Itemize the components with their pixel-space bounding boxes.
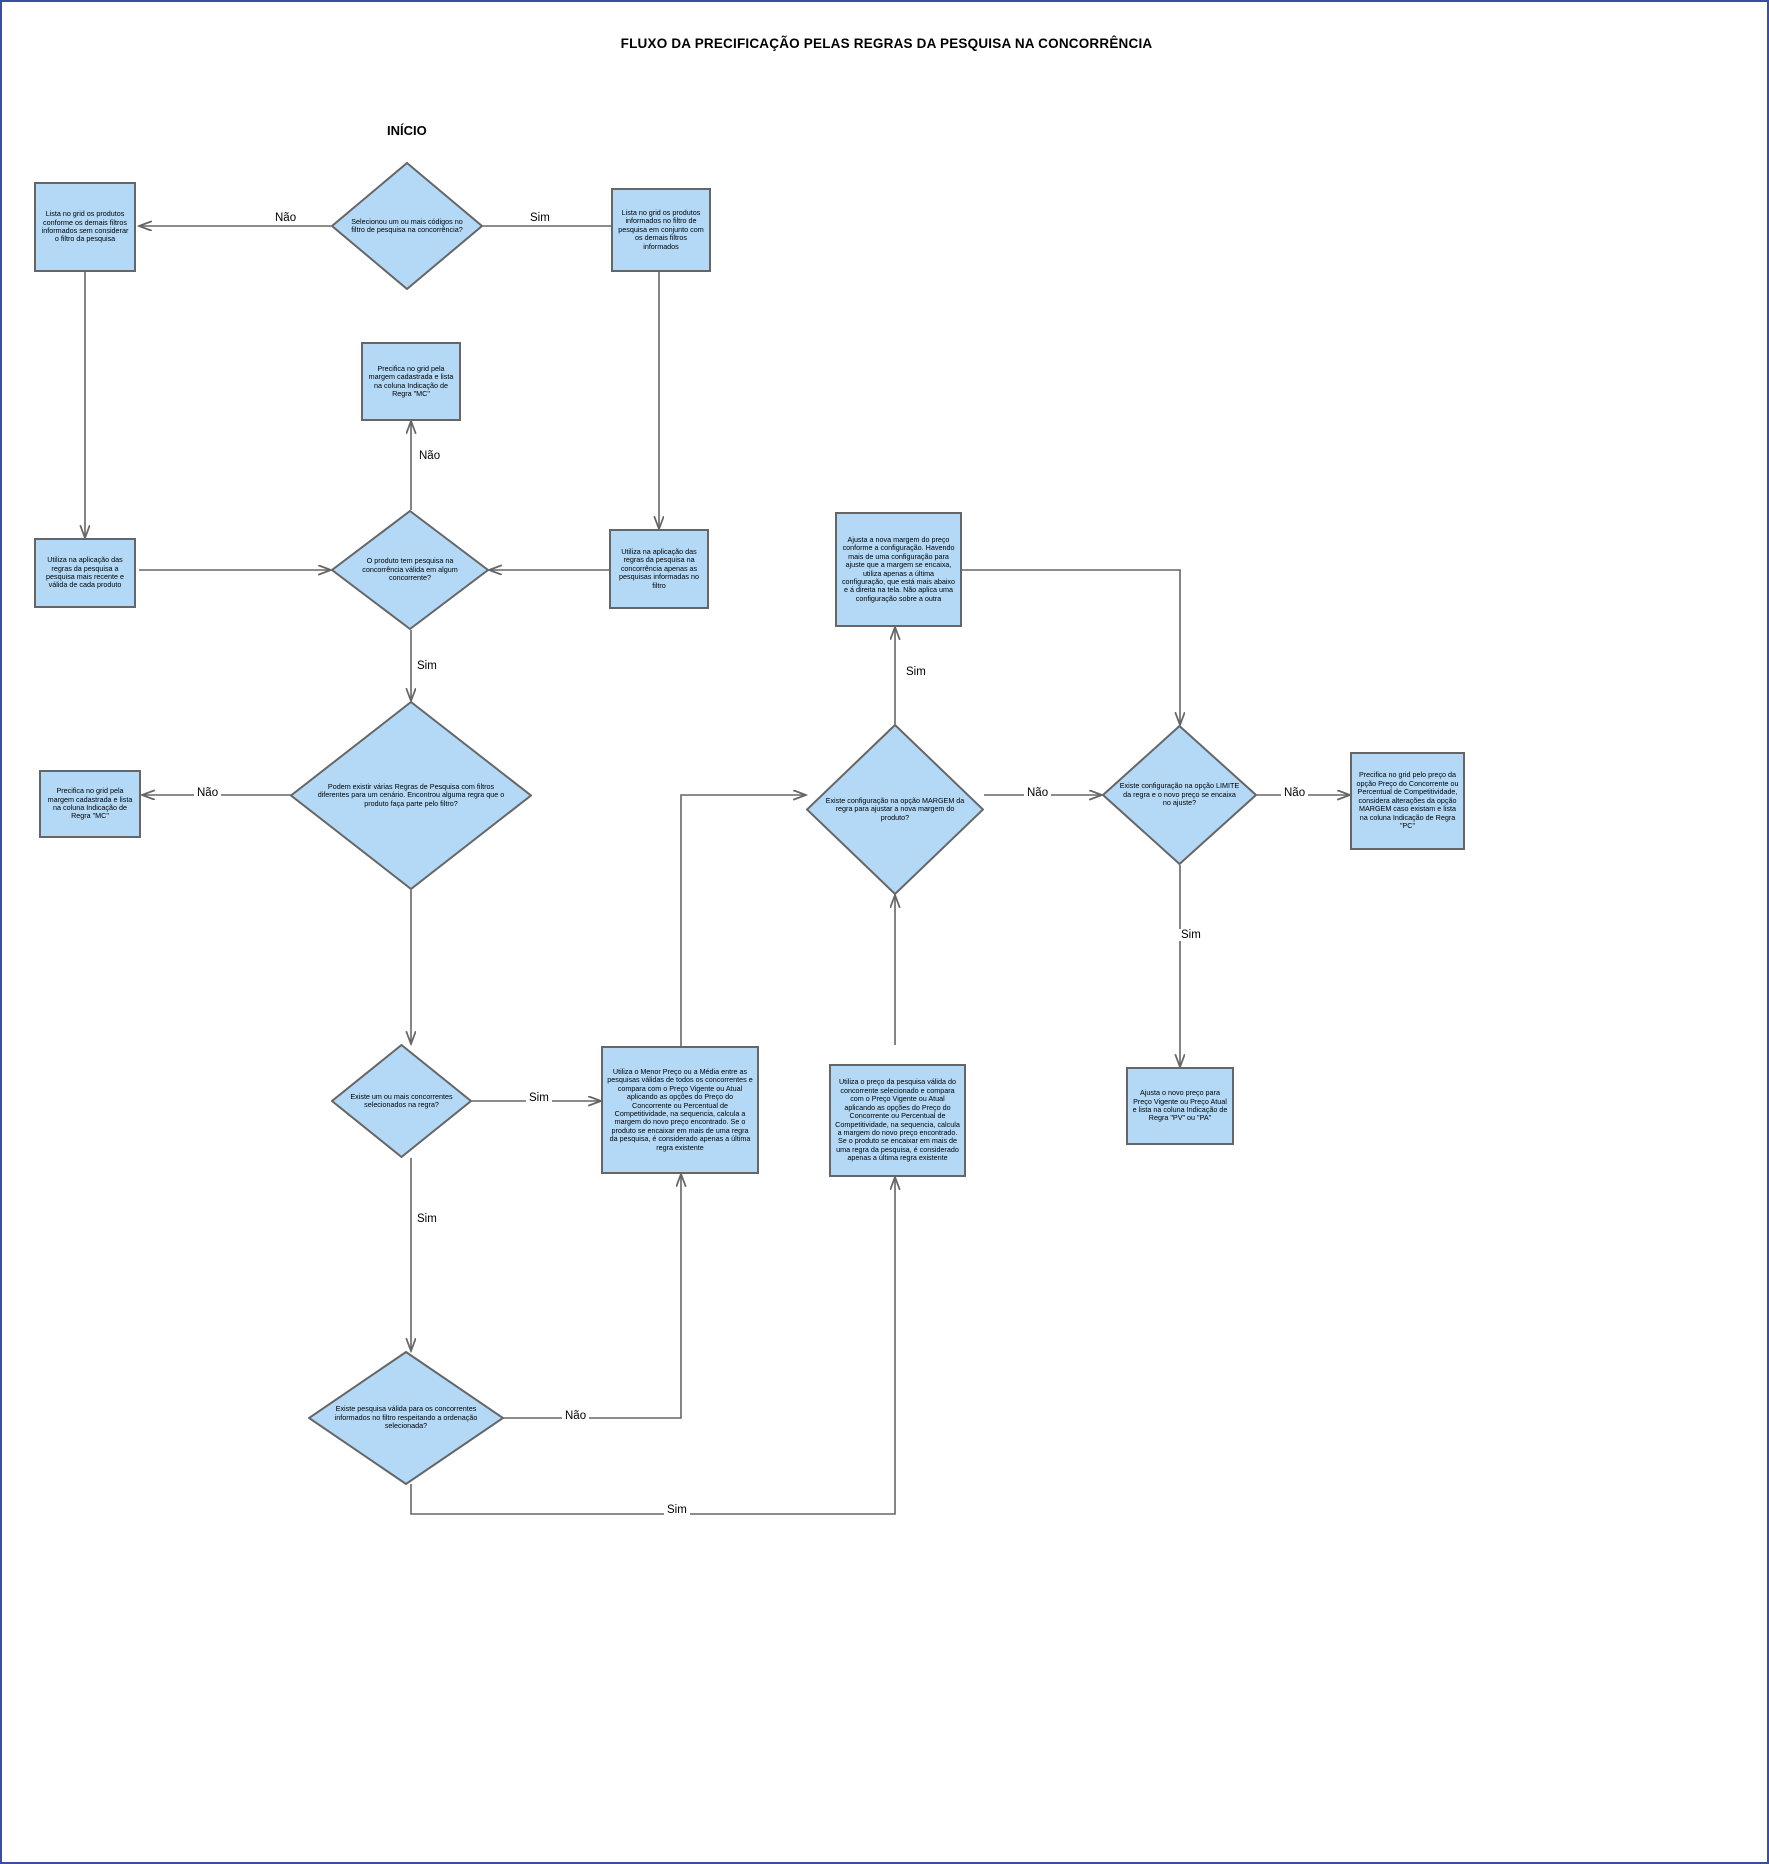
node-podem-existir-regras[interactable]: Podem existir várias Regras de Pesquisa …: [290, 701, 532, 890]
diamond-shape: [1102, 725, 1257, 865]
node-label: Precifica no grid pela margem cadastrada…: [368, 363, 454, 398]
node-label: Selecionou um ou mais códigos no filtro …: [351, 216, 463, 234]
node-label: Lista no grid os produtos informados no …: [618, 207, 704, 251]
diamond-shape: [806, 724, 984, 895]
edge-label-nao-limite: Não: [1281, 787, 1309, 799]
node-utiliza-preco-concorrente-selecionado[interactable]: Utiliza o preço da pesquisa válida do co…: [829, 1064, 966, 1177]
diamond-shape: [331, 1044, 472, 1158]
node-label: O produto tem pesquisa na concorrência v…: [362, 556, 458, 583]
edge-label-sim-concorrentes: Sim: [526, 1092, 552, 1104]
node-lista-filtro-pesquisa[interactable]: Lista no grid os produtos informados no …: [611, 188, 711, 272]
node-label: Existe pesquisa válida para os concorren…: [334, 1404, 478, 1431]
node-label: Utiliza o preço da pesquisa válida do co…: [835, 1077, 960, 1163]
node-label: Podem existir várias Regras de Pesquisa …: [317, 781, 505, 808]
node-utiliza-menor-preco-media[interactable]: Utiliza o Menor Preço ou a Média entre a…: [601, 1046, 759, 1174]
node-ajusta-nova-margem[interactable]: Ajusta a nova margem do preço conforme a…: [835, 512, 962, 627]
node-precifica-preco-pc[interactable]: Precifica no grid pelo preço da opção Pr…: [1350, 752, 1465, 850]
node-existe-config-limite[interactable]: Existe configuração na opção LIMITE da r…: [1102, 725, 1257, 865]
edge-label-sim-limite: Sim: [1178, 929, 1204, 941]
node-label: Utiliza o Menor Preço ou a Média entre a…: [607, 1066, 753, 1152]
node-label: Precifica no grid pela margem cadastrada…: [47, 786, 133, 821]
node-lista-demais-filtros[interactable]: Lista no grid os produtos conforme os de…: [34, 182, 136, 272]
node-produto-tem-pesquisa[interactable]: O produto tem pesquisa na concorrência v…: [331, 510, 489, 630]
node-label: Existe um ou mais concorrentes seleciona…: [350, 1091, 453, 1109]
node-label: Lista no grid os produtos conforme os de…: [41, 209, 129, 244]
diamond-shape: [331, 510, 489, 630]
edge-label-nao-selecionou: Não: [272, 212, 300, 224]
node-ajusta-novo-preco-pv-pa[interactable]: Ajusta o novo preço para Preço Vigente o…: [1126, 1067, 1234, 1145]
node-utiliza-pesquisas-filtro[interactable]: Utiliza na aplicação das regras da pesqu…: [609, 529, 709, 609]
node-label: Existe configuração na opção MARGEM da r…: [825, 795, 965, 822]
node-existe-config-margem[interactable]: Existe configuração na opção MARGEM da r…: [806, 724, 984, 895]
node-existe-pesquisa-valida-ordenacao[interactable]: Existe pesquisa válida para os concorren…: [308, 1351, 504, 1485]
node-utiliza-pesquisa-recente[interactable]: Utiliza na aplicação das regras da pesqu…: [34, 538, 136, 608]
diamond-shape: [290, 701, 532, 890]
node-label: Ajusta o novo preço para Preço Vigente o…: [1132, 1088, 1228, 1123]
node-precifica-margem-mc-topo[interactable]: Precifica no grid pela margem cadastrada…: [361, 342, 461, 421]
diamond-shape: [308, 1351, 504, 1485]
edge-label-nao-pesquisa-valida: Não: [562, 1410, 590, 1422]
edge-label-sim-concorrentes-abaixo: Sim: [414, 1213, 440, 1225]
edge-label-nao-regras: Não: [194, 787, 222, 799]
node-existe-concorrentes-regra[interactable]: Existe um ou mais concorrentes seleciona…: [331, 1044, 472, 1158]
node-label: Utiliza na aplicação das regras da pesqu…: [619, 546, 699, 590]
node-label: Precifica no grid pelo preço da opção Pr…: [1356, 770, 1459, 831]
edge-label-sim-selecionou: Sim: [527, 212, 553, 224]
start-label: INÍCIO: [387, 123, 427, 138]
edge-label-nao-produto-pesquisa: Não: [416, 450, 444, 462]
edge-label-sim-pesquisa-valida: Sim: [664, 1504, 690, 1516]
page-title: FLUXO DA PRECIFICAÇÃO PELAS REGRAS DA PE…: [620, 36, 1153, 51]
node-selecionou-codigos[interactable]: Selecionou um ou mais códigos no filtro …: [331, 162, 483, 290]
edge-label-sim-produto-pesquisa: Sim: [414, 660, 440, 672]
node-label: Utiliza na aplicação das regras da pesqu…: [46, 555, 124, 590]
node-label: Ajusta a nova margem do preço conforme a…: [841, 534, 956, 603]
node-precifica-margem-mc-esquerda[interactable]: Precifica no grid pela margem cadastrada…: [39, 770, 141, 838]
diamond-shape: [331, 162, 483, 290]
edge-label-sim-margem: Sim: [903, 666, 929, 678]
node-label: Existe configuração na opção LIMITE da r…: [1119, 781, 1240, 808]
edge-label-nao-margem: Não: [1024, 787, 1052, 799]
